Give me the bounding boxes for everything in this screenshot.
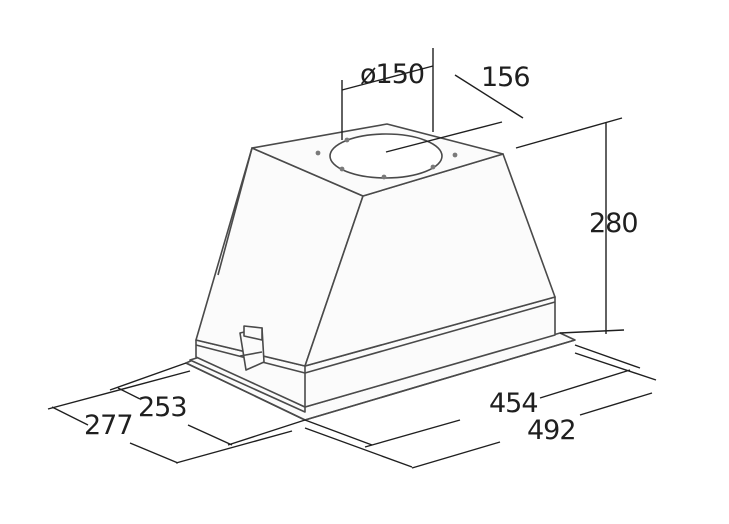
dim-width-ext bbox=[574, 344, 641, 369]
label-duct-offset: 156 bbox=[481, 62, 530, 93]
dim-offset-center bbox=[385, 121, 503, 153]
dim-width-inner-line-b bbox=[539, 369, 631, 399]
latch-clip bbox=[239, 325, 265, 371]
dim-width-outer-line-b bbox=[579, 392, 653, 416]
screw-dot bbox=[339, 166, 345, 172]
main-body bbox=[195, 123, 556, 367]
dim-diameter-line bbox=[341, 65, 434, 91]
screw-dot bbox=[315, 150, 321, 156]
latch-line bbox=[239, 351, 263, 357]
lower-box-inner-line-2 bbox=[304, 301, 556, 374]
dim-depth-front-ext-2 bbox=[175, 430, 293, 464]
dim-offset-line bbox=[454, 74, 524, 119]
dim-depth-front-ext bbox=[227, 419, 306, 446]
dim-width-left-ext bbox=[304, 419, 373, 446]
label-depth-inner: 253 bbox=[138, 392, 187, 423]
dim-height-top bbox=[515, 117, 623, 149]
dim-height-bottom bbox=[559, 329, 625, 334]
flange-left-line bbox=[185, 362, 306, 421]
screw-dot bbox=[430, 164, 436, 170]
label-width-inner: 454 bbox=[489, 388, 538, 419]
dim-depth-outer-b bbox=[129, 442, 179, 464]
dim-width-left-ext-2 bbox=[304, 427, 413, 468]
label-width-outer: 492 bbox=[527, 415, 576, 446]
dim-depth-outer-a bbox=[51, 406, 89, 426]
flange-front-line bbox=[304, 339, 576, 421]
dimension-lines bbox=[47, 48, 657, 469]
latch-top bbox=[243, 325, 263, 341]
dim-width-ext-2 bbox=[574, 352, 657, 381]
dim-depth-back-ext bbox=[109, 362, 187, 391]
dim-depth-back-ext-2 bbox=[47, 370, 191, 410]
dimension-labels: ø150 156 280 454 492 253 277 bbox=[84, 59, 639, 446]
body-back-edge bbox=[217, 147, 253, 276]
dim-depth-inner-b bbox=[187, 424, 233, 446]
label-duct-diameter: ø150 bbox=[360, 59, 424, 90]
label-height: 280 bbox=[589, 208, 638, 239]
screw-dot bbox=[452, 152, 458, 158]
screw-dot bbox=[381, 174, 387, 180]
dim-depth-inner-a bbox=[117, 387, 141, 400]
screw-dot bbox=[344, 137, 350, 143]
dim-width-inner-line-a bbox=[364, 419, 461, 448]
dim-width-outer-line-a bbox=[411, 441, 501, 469]
label-depth-outer: 277 bbox=[84, 410, 133, 441]
